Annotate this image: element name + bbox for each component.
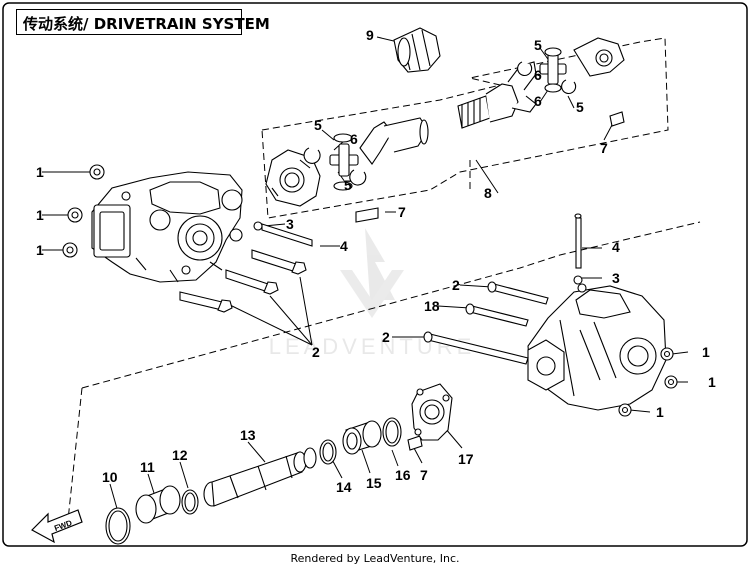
callout-1: 1	[36, 164, 44, 180]
callout-2: 2	[382, 329, 390, 345]
callout-labels: 1 1 1 1 1 1 2 2 2 3 3 4 4 5 5 5 5 6 6 6 …	[36, 27, 716, 495]
callout-6: 6	[350, 131, 358, 147]
callout-5: 5	[344, 177, 352, 193]
callout-7: 7	[600, 140, 608, 156]
callout-2: 2	[312, 344, 320, 360]
callout-5: 5	[576, 99, 584, 115]
callout-3: 3	[612, 270, 620, 286]
bolts-left	[179, 221, 313, 313]
assembly-dashed-lines	[67, 37, 701, 521]
callout-6: 6	[534, 67, 542, 83]
outer-border	[2, 2, 748, 547]
bottom-shaft-parts	[105, 383, 453, 545]
title-box: 传动系统/ DRIVETRAIN SYSTEM	[16, 9, 270, 35]
leader-lines	[42, 36, 689, 513]
flange-nuts-right	[618, 347, 678, 417]
callout-14: 14	[336, 479, 352, 495]
callout-8: 8	[484, 185, 492, 201]
callout-12: 12	[172, 447, 188, 463]
callout-10: 10	[102, 469, 118, 485]
callout-1: 1	[656, 404, 664, 420]
front-gear-case	[91, 171, 243, 283]
callout-2: 2	[452, 277, 460, 293]
callout-4: 4	[612, 239, 620, 255]
fwd-arrow-icon: FWD	[31, 509, 83, 544]
callout-1: 1	[702, 344, 710, 360]
callout-7: 7	[398, 204, 406, 220]
page-title: 传动系统/ DRIVETRAIN SYSTEM	[23, 15, 270, 33]
callout-5: 5	[314, 117, 322, 133]
callout-4: 4	[340, 238, 348, 254]
callout-6: 6	[534, 93, 542, 109]
callout-1: 1	[708, 374, 716, 390]
flange-nuts-left	[62, 164, 105, 258]
front-propshaft-assembly	[265, 117, 429, 223]
watermark-logo: LEADVENTURE	[269, 228, 471, 359]
rear-shaft-assembly	[457, 37, 625, 129]
callout-9: 9	[366, 27, 374, 43]
callout-1: 1	[36, 207, 44, 223]
callout-16: 16	[395, 467, 411, 483]
callout-17: 17	[458, 451, 474, 467]
boot-part	[393, 27, 441, 73]
callout-18: 18	[424, 298, 440, 314]
callout-11: 11	[140, 459, 155, 475]
footer-credit: Rendered by LeadVenture, Inc.	[290, 552, 460, 565]
callout-13: 13	[240, 427, 256, 443]
callout-7: 7	[420, 467, 428, 483]
callout-15: 15	[366, 475, 382, 491]
callout-5: 5	[534, 37, 542, 53]
callout-3: 3	[286, 216, 294, 232]
callout-1: 1	[36, 242, 44, 258]
bolts-right	[423, 213, 583, 365]
rear-differential	[527, 283, 667, 411]
